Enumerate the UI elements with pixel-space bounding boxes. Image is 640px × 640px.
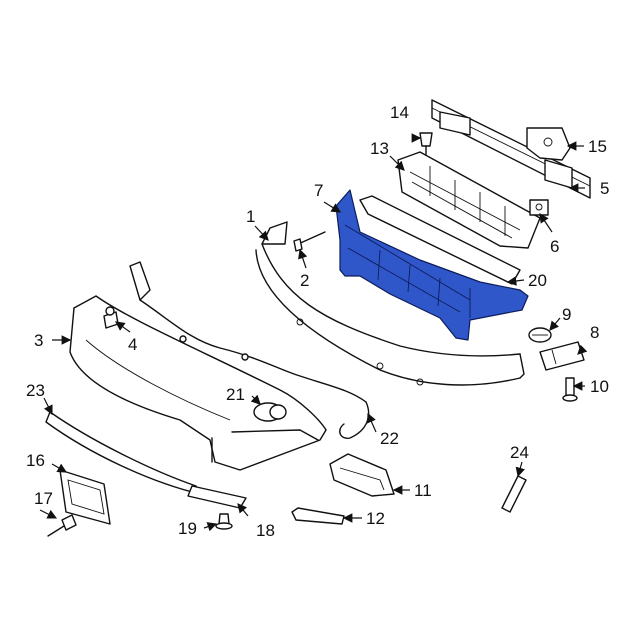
highlighted-reinforcement-part	[335, 189, 529, 341]
callout-11: 11	[414, 481, 432, 500]
lower-grille-part	[397, 151, 541, 249]
callout-10: 10	[590, 377, 609, 396]
clip-9-part	[528, 327, 552, 343]
upper-bumper-cover-part	[255, 221, 525, 386]
callout-15: 15	[588, 137, 607, 156]
callout-4: 4	[128, 335, 137, 354]
callout-1: 1	[246, 207, 255, 226]
callout-19: 19	[178, 519, 197, 538]
callout-7: 7	[314, 181, 323, 200]
wiring-harness-part	[129, 261, 370, 439]
bolt-10-part	[562, 377, 578, 402]
bracket-18-part	[187, 485, 247, 509]
callout-8: 8	[590, 323, 599, 342]
bracket-15-part	[526, 127, 571, 161]
callout-3: 3	[34, 331, 43, 350]
bracket-8-part	[539, 341, 585, 371]
callout-23: 23	[26, 381, 45, 400]
callout-16: 16	[26, 451, 45, 470]
callout-2: 2	[300, 271, 309, 290]
callout-24: 24	[510, 443, 529, 462]
callout-21: 21	[226, 385, 245, 404]
callout-17: 17	[34, 489, 53, 508]
license-bracket-part	[59, 469, 111, 525]
sensor-21-part	[253, 402, 287, 422]
lower-bumper-cover-part	[69, 295, 327, 471]
lamp-housing-11-part	[329, 453, 395, 497]
callout-14: 14	[390, 103, 409, 122]
callout-5: 5	[600, 179, 609, 198]
trim-bezel-12-part	[291, 507, 345, 525]
callout-6: 6	[550, 237, 559, 256]
callout-18: 18	[256, 521, 275, 540]
callout-labels: 1 2 3 4 5 6 7 8 9 10 11 12 13 14 15 16 1…	[26, 103, 609, 540]
screw-2-part	[293, 231, 326, 252]
callout-9: 9	[562, 305, 571, 324]
callout-12: 12	[366, 509, 385, 528]
callout-20: 20	[528, 271, 547, 290]
bracket-6-part	[529, 199, 549, 216]
fastener-17-part	[47, 514, 77, 537]
callout-13: 13	[370, 139, 389, 158]
pin-4-part	[103, 306, 119, 329]
push-pin-14-part	[419, 132, 433, 157]
leader-lines	[39, 133, 588, 532]
trim-piece-24-part	[501, 475, 527, 513]
clip-19-part	[215, 513, 233, 530]
callout-22: 22	[380, 429, 399, 448]
